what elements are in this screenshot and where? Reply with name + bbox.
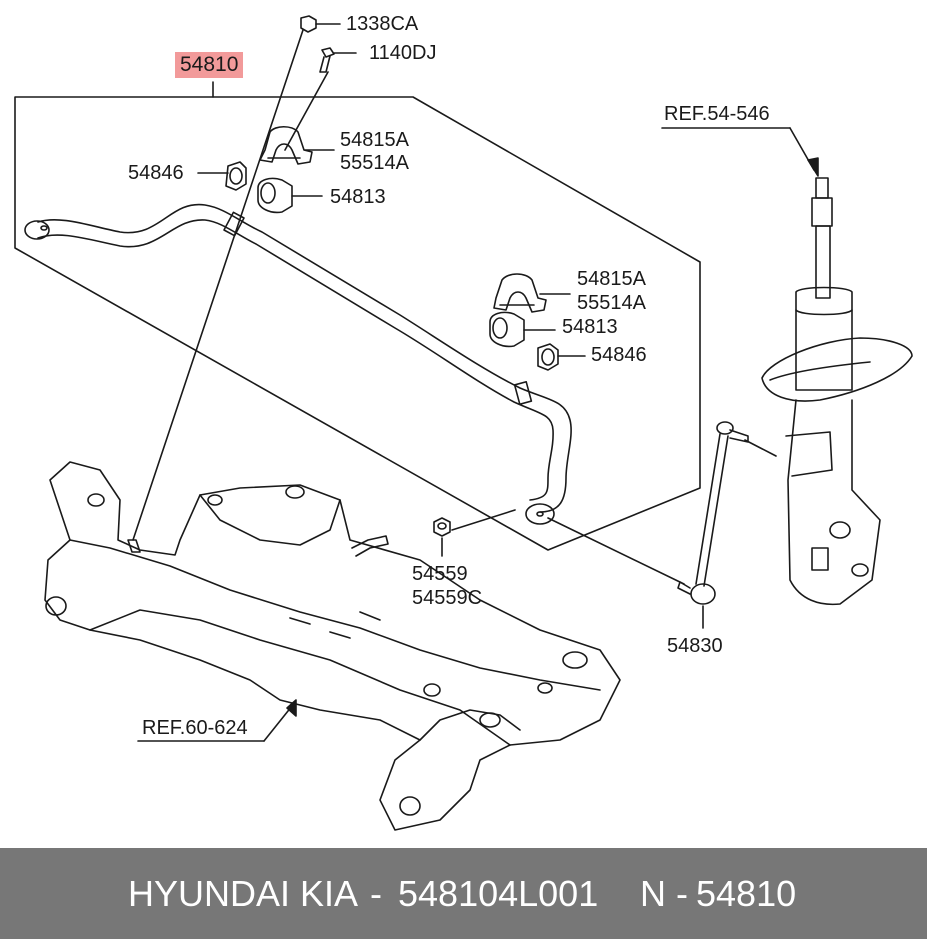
crossmember-icon (44, 461, 621, 831)
label-assembly[interactable]: 54810 (175, 52, 244, 78)
bracket-upper-icon (259, 125, 313, 165)
label-nut-link-alt[interactable]: 54559C (412, 587, 483, 609)
bushing-right-icon (489, 311, 525, 348)
label-bushing-right[interactable]: 54813 (562, 316, 618, 338)
stabilizer-link-icon (677, 421, 749, 605)
label-bolt[interactable]: 1140DJ (369, 42, 437, 64)
footer-part-number: 548104L001 (398, 873, 599, 914)
strut-icon (761, 177, 913, 606)
bolt-icon (319, 47, 335, 73)
stabilizer-bar-icon (24, 203, 572, 525)
nut-link-icon (433, 517, 451, 537)
label-cap-right[interactable]: 54846 (591, 344, 647, 366)
label-ref-crossmember[interactable]: REF.60-624 (142, 717, 248, 739)
footer-bar: HYUNDAI KIA - 548104L001 N - 54810 (0, 848, 927, 939)
assembly-outline (14, 81, 701, 551)
label-bracket-upper[interactable]: 54815A (340, 129, 409, 151)
parts-diagram (14, 15, 913, 831)
leader-lines (132, 23, 815, 742)
cap-right-icon (537, 343, 559, 371)
label-nut[interactable]: 1338CA (346, 13, 419, 35)
nut-icon (300, 15, 317, 33)
footer-n-value: 54810 (696, 873, 797, 914)
footer-n-sep: - (676, 873, 688, 914)
bracket-right-icon (493, 273, 547, 313)
label-ref-strut[interactable]: REF.54-546 (664, 103, 770, 125)
arrow-strut-icon (807, 157, 819, 177)
footer-n-label: N (640, 873, 666, 914)
label-bracket-upper-alt[interactable]: 55514A (340, 152, 409, 174)
arrow-crossmember-icon (286, 699, 297, 717)
label-bracket-right-alt[interactable]: 55514A (577, 292, 646, 314)
cap-left-icon (225, 161, 247, 191)
label-link[interactable]: 54830 (667, 635, 723, 657)
label-bracket-right[interactable]: 54815A (577, 268, 646, 290)
footer-brand: HYUNDAI KIA (128, 873, 359, 914)
bushing-upper-icon (257, 177, 293, 214)
label-nut-link[interactable]: 54559 (412, 563, 468, 585)
label-cap-left[interactable]: 54846 (128, 162, 184, 184)
footer-sep: - (370, 873, 382, 914)
label-bushing-upper[interactable]: 54813 (330, 186, 386, 208)
